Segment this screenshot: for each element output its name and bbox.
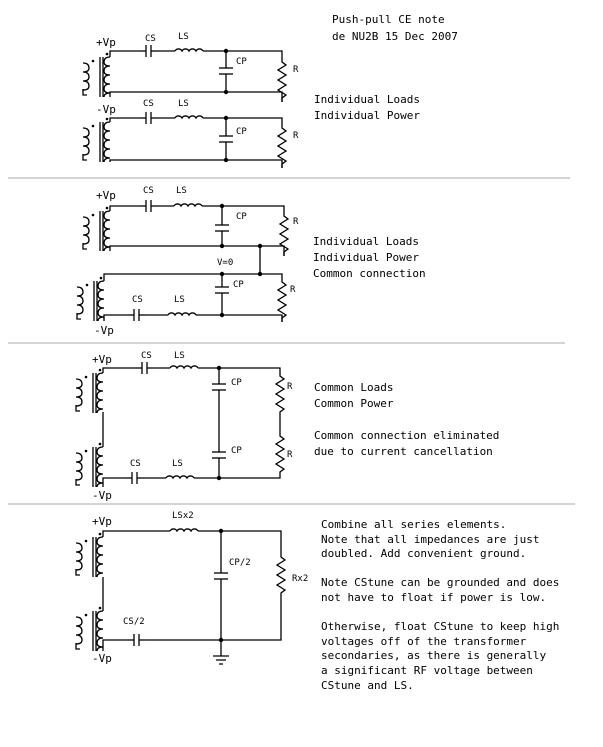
vp-plus-label: +Vp bbox=[92, 353, 112, 366]
ls-label: LS bbox=[178, 32, 189, 42]
section3-note-line4: due to current cancellation bbox=[314, 445, 493, 458]
section2-note-line1: Individual Loads bbox=[313, 235, 419, 248]
r-label: R bbox=[287, 382, 293, 392]
cs-label: CS bbox=[145, 34, 156, 44]
rx2-label: Rx2 bbox=[292, 574, 308, 584]
section2-circuit: +Vp CS LS CP R V=0 -Vp CS LS CP R bbox=[76, 186, 299, 337]
cp-label: CP bbox=[236, 127, 247, 137]
cs-label: CS bbox=[130, 459, 141, 469]
r-label: R bbox=[293, 131, 299, 141]
cp-label: CP bbox=[231, 378, 242, 388]
section4-note-line11: a significant RF voltage between bbox=[321, 664, 533, 677]
ls-label: LS bbox=[174, 351, 185, 361]
cp-label: CP bbox=[236, 212, 247, 222]
ls-label: LS bbox=[174, 295, 185, 305]
section1-circuit-top: +Vp CS LS CP R bbox=[82, 32, 299, 103]
ls-label: LS bbox=[176, 186, 187, 196]
vp-plus-label: +Vp bbox=[92, 515, 112, 528]
cs-label: CS bbox=[143, 99, 154, 109]
cp-label: CP bbox=[233, 280, 244, 290]
header-title: Push-pull CE note bbox=[332, 13, 445, 26]
section2-note-line3: Common connection bbox=[313, 267, 426, 280]
vp-minus-label: -Vp bbox=[92, 489, 112, 502]
section4-note-line9: voltages off of the transformer bbox=[321, 635, 527, 648]
cs-label: CS bbox=[141, 351, 152, 361]
section1-circuit-bottom: -Vp CS LS CP R bbox=[82, 99, 299, 169]
cp-label: CP bbox=[231, 446, 242, 456]
section4-circuit: +Vp LSx2 CP/2 Rx2 CS/2 -Vp bbox=[75, 511, 308, 665]
vp-minus-label: -Vp bbox=[94, 324, 114, 337]
cp2-label: CP/2 bbox=[229, 558, 251, 568]
lsx2-label: LSx2 bbox=[172, 511, 194, 521]
section4-note: Combine all series elements. Note that a… bbox=[321, 518, 559, 692]
vp-minus-label: -Vp bbox=[92, 652, 112, 665]
r-label: R bbox=[287, 450, 293, 460]
section3-note-line1: Common Loads bbox=[314, 381, 393, 394]
section4-note-line12: CStune and LS. bbox=[321, 679, 414, 692]
ground-icon bbox=[213, 640, 229, 665]
section4-note-line1: Combine all series elements. bbox=[321, 518, 506, 531]
section4-note-line5: Note CStune can be grounded and does bbox=[321, 576, 559, 589]
section4-note-line6: not have to float if power is low. bbox=[321, 591, 546, 604]
cs-label: CS bbox=[132, 295, 143, 305]
cs2-label: CS/2 bbox=[123, 617, 145, 627]
section1-note-line2: Individual Power bbox=[314, 109, 420, 122]
section3-note-line2: Common Power bbox=[314, 397, 394, 410]
section4-note-line10: secondaries, as there is generally bbox=[321, 649, 547, 662]
cs-label: CS bbox=[143, 186, 154, 196]
v0-label: V=0 bbox=[217, 258, 233, 268]
section2-note-line2: Individual Power bbox=[313, 251, 419, 264]
vp-minus-label: -Vp bbox=[96, 103, 116, 116]
ls-label: LS bbox=[172, 459, 183, 469]
section4-note-line8: Otherwise, float CStune to keep high bbox=[321, 620, 559, 633]
section4-note-line2: Note that all impedances are just bbox=[321, 533, 540, 546]
ls-label: LS bbox=[178, 99, 189, 109]
section4-note-line3: doubled. Add convenient ground. bbox=[321, 547, 526, 560]
section3-circuit: +Vp CS LS CP R CP R -Vp CS LS bbox=[75, 351, 293, 502]
cp-label: CP bbox=[236, 57, 247, 67]
r-label: R bbox=[290, 285, 296, 295]
r-label: R bbox=[293, 217, 299, 227]
section3-note-line3: Common connection eliminated bbox=[314, 429, 499, 442]
r-label: R bbox=[293, 65, 299, 75]
vp-plus-label: +Vp bbox=[96, 36, 116, 49]
section1-note-line1: Individual Loads bbox=[314, 93, 420, 106]
vp-plus-label: +Vp bbox=[96, 189, 116, 202]
header-author-date: de NU2B 15 Dec 2007 bbox=[332, 30, 458, 43]
